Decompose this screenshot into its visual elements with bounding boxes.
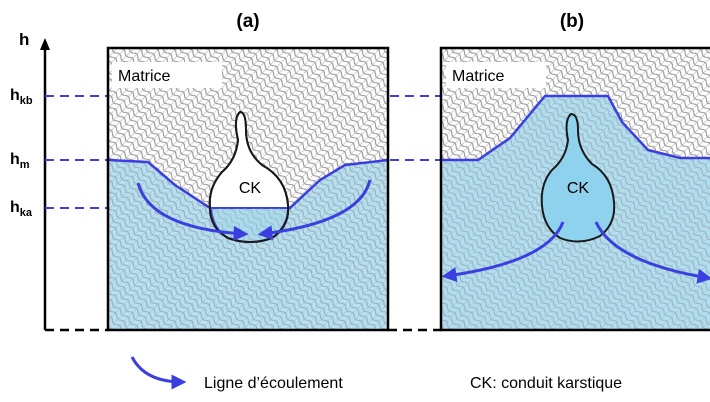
legend: Ligne d’écoulement CK: conduit karstique: [130, 356, 622, 392]
panel-b: (b) CK Matrice: [439, 11, 710, 332]
level-labels: hkb hm hka: [10, 87, 33, 219]
water-surface-b: [441, 94, 710, 162]
conduit-a-label: CK: [239, 180, 262, 197]
h-axis: h: [19, 30, 50, 330]
flow-arrow-b-right: [594, 221, 710, 284]
conduit-b-label: CK: [567, 180, 590, 197]
panel-a: (a) CK Matrice: [106, 11, 390, 332]
ck-definition: CK: conduit karstique: [470, 375, 622, 392]
level-label-hkb: hkb: [10, 87, 33, 107]
flow-line-legend-icon: [130, 356, 187, 390]
panel-b-label: (b): [560, 11, 584, 32]
panel-a-matrix-label: Matrice: [118, 68, 171, 85]
flow-arrow-b-left: [441, 221, 565, 283]
flow-line-legend-label: Ligne d’écoulement: [204, 375, 343, 392]
panel-a-label: (a): [236, 11, 259, 32]
flow-arrow-a-left: [136, 182, 249, 241]
panel-b-matrix-label: Matrice: [452, 68, 505, 85]
panel-a-frame: [106, 46, 390, 332]
panel-b-frame: [439, 46, 710, 332]
conduit-b: [540, 112, 616, 243]
h-axis-label: h: [19, 30, 29, 49]
level-label-hka: hka: [10, 199, 33, 219]
flow-arrow-a-right: [257, 179, 372, 241]
level-label-hm: hm: [10, 151, 30, 171]
